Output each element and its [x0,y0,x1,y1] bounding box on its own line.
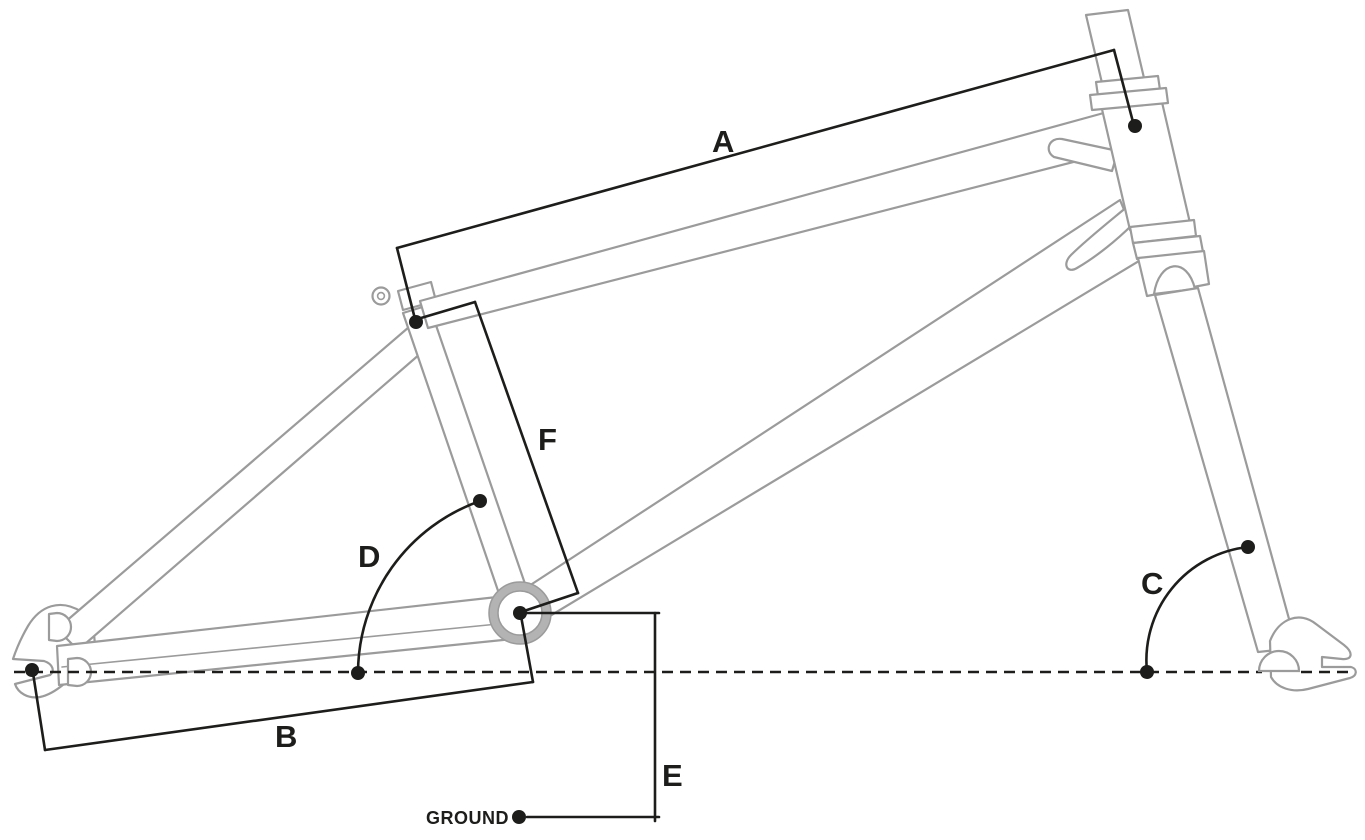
fork-crown-arch [1152,265,1197,296]
dim-line-B [31,614,535,752]
ground-label: GROUND [426,808,509,828]
dot-head-tube-top [1128,119,1142,133]
dot-bottom-bracket [513,606,527,620]
steerer-tube [1084,8,1146,85]
dot-seat-angle-top [473,494,487,508]
measurement-lines [31,48,1250,823]
dim-label-C: C [1141,566,1163,601]
dim-label-D: D [358,539,380,574]
dim-label-B: B [275,719,297,754]
dim-line-A [395,48,1135,321]
bike-frame-illustration [11,8,1357,699]
dot-seat-angle-vertex [351,666,365,680]
seat-tube [401,303,535,619]
fork-blade [1153,286,1299,654]
seat-clamp-bolt [376,291,386,301]
headset-top-race [1088,86,1170,112]
dim-line-E [521,611,661,823]
front-dropout [1268,616,1357,692]
dim-line-F [419,300,580,613]
fork-tip [1257,649,1301,673]
down-tube-gusset [1065,204,1135,271]
dot-head-angle-top [1241,540,1255,554]
rear-dropout-cutout-lower [66,656,93,688]
dim-label-F: F [538,422,557,457]
dim-arc-C [1145,545,1250,674]
chain-stay-inner-line [61,623,499,668]
dot-seat-cluster [409,315,423,329]
rear-dropout-cutout-upper [47,611,73,643]
dim-label-A: A [712,124,734,159]
top-tube-gusset [1047,137,1120,173]
dot-head-angle-vertex [1140,665,1154,679]
dot-rear-axle [25,663,39,677]
dim-label-E: E [662,758,683,793]
dot-ground [512,810,526,824]
reference-dots [25,119,1255,824]
dim-arc-D [356,499,482,675]
dimension-labels: A B C D E F GROUND [275,124,1163,828]
